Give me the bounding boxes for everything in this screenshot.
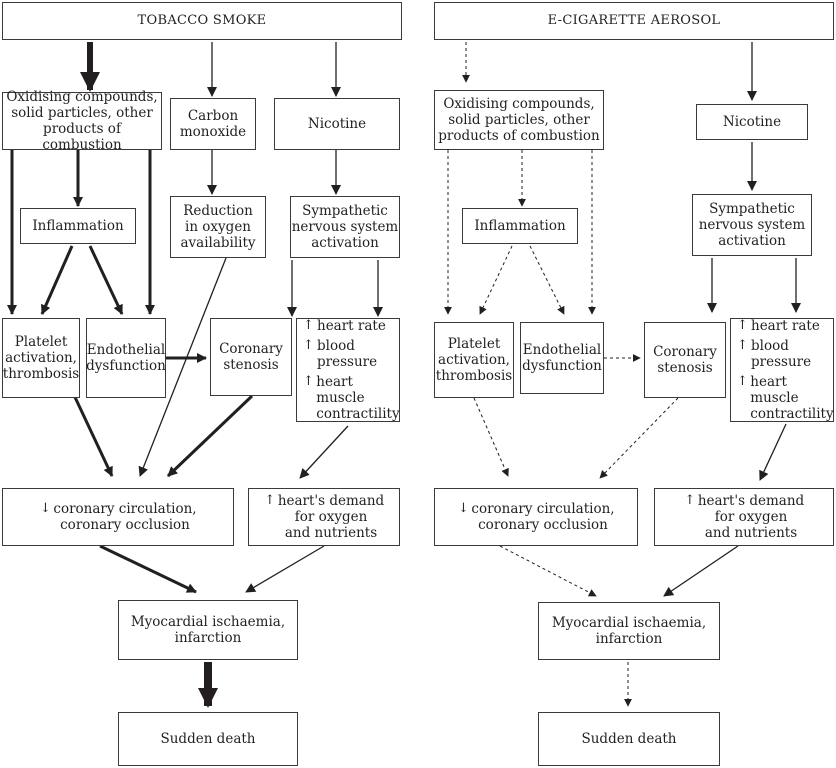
right-arrows [444, 42, 801, 707]
up-arrow-icon: ↑ [737, 374, 748, 389]
effect-contractility: ↑heart muscle contractility [303, 374, 400, 422]
arrow-circulation-to-ischaemia-e [499, 545, 597, 597]
arrow-inflammation-to-endothelial-e [529, 245, 565, 315]
oxidising-compounds-box-e: Oxidising compounds, solid particles, ot… [434, 90, 604, 150]
endothelial-dysfunction-box: Endothelial dysfunction [86, 318, 166, 398]
arrow-circulation-to-ischaemia [99, 544, 197, 594]
heart-demand-box-e: ↑heart's demand for oxygen and nutrients [654, 488, 834, 546]
up-arrow-icon: ↑ [264, 493, 276, 508]
coronary-circulation-box: ↓coronary circulation, coronary occlusio… [2, 488, 234, 546]
effect-heart-rate: ↑heart rate [303, 318, 386, 334]
tobacco-smoke-header: TOBACCO SMOKE [2, 2, 402, 40]
sudden-death-box: Sudden death [118, 712, 298, 766]
up-arrow-icon: ↑ [303, 338, 314, 353]
sudden-death-box-e: Sudden death [538, 712, 720, 766]
coronary-stenosis-box-e: Coronary stenosis [644, 322, 726, 398]
down-arrow-icon: ↓ [457, 501, 469, 516]
arrow-effects-to-demand [299, 425, 349, 479]
effect-blood-pressure: ↑blood pressure [303, 338, 378, 370]
sympathetic-activation-box-e: Sympathetic nervous system activation [692, 194, 812, 256]
platelet-activation-box: Platelet activation, thrombosis [2, 318, 80, 398]
nicotine-box: Nicotine [274, 98, 400, 150]
cardiac-effects-box-e: ↑heart rate ↑blood pressure ↑heart muscl… [730, 318, 834, 422]
myocardial-ischaemia-box-e: Myocardial ischaemia, infarction [538, 602, 720, 660]
nicotine-box-e: Nicotine [696, 104, 808, 140]
coronary-circulation-box-e: ↓coronary circulation, coronary occlusio… [434, 488, 638, 546]
up-arrow-icon: ↑ [737, 318, 748, 333]
arrow-stenosis-to-circulation [166, 394, 254, 478]
carbon-monoxide-box: Carbon monoxide [170, 98, 256, 150]
e-cigarette-header: E-CIGARETTE AEROSOL [434, 2, 834, 40]
up-arrow-icon: ↑ [684, 493, 696, 508]
arrow-inflammation-to-platelet [40, 245, 74, 315]
inflammation-box: Inflammation [20, 208, 136, 244]
arrow-demand-to-ischaemia-e [663, 545, 739, 597]
arrow-effects-to-demand-e [759, 423, 787, 481]
heart-demand-box: ↑heart's demand for oxygen and nutrients [248, 488, 400, 546]
arrow-platelet-to-circulation-e [473, 397, 509, 477]
arrow-demand-to-ischaemia [245, 545, 325, 593]
reduction-oxygen-box: Reduction in oxygen availability [170, 196, 266, 258]
up-arrow-icon: ↑ [303, 374, 314, 389]
myocardial-ischaemia-box: Myocardial ischaemia, infarction [118, 600, 298, 660]
effect-heart-rate-e: ↑heart rate [737, 318, 820, 334]
arrow-reduction-to-circulation [138, 257, 227, 477]
up-arrow-icon: ↑ [737, 338, 748, 353]
cardiac-effects-box: ↑heart rate ↑blood pressure ↑heart muscl… [296, 318, 400, 422]
sympathetic-activation-box: Sympathetic nervous system activation [290, 196, 400, 258]
effect-blood-pressure-e: ↑blood pressure [737, 338, 812, 370]
endothelial-dysfunction-box-e: Endothelial dysfunction [520, 322, 604, 394]
arrow-stenosis-to-circulation-e [599, 397, 679, 479]
effect-contractility-e: ↑heart muscle contractility [737, 374, 834, 422]
down-arrow-icon: ↓ [39, 501, 51, 516]
inflammation-box-e: Inflammation [462, 208, 578, 244]
platelet-activation-box-e: Platelet activation, thrombosis [434, 322, 514, 398]
oxidising-compounds-box: Oxidising compounds, solid particles, ot… [2, 89, 162, 153]
arrow-inflammation-to-platelet-e [479, 245, 513, 315]
arrow-inflammation-to-endothelial [88, 245, 124, 315]
up-arrow-icon: ↑ [303, 318, 314, 333]
coronary-stenosis-box: Coronary stenosis [210, 318, 292, 396]
